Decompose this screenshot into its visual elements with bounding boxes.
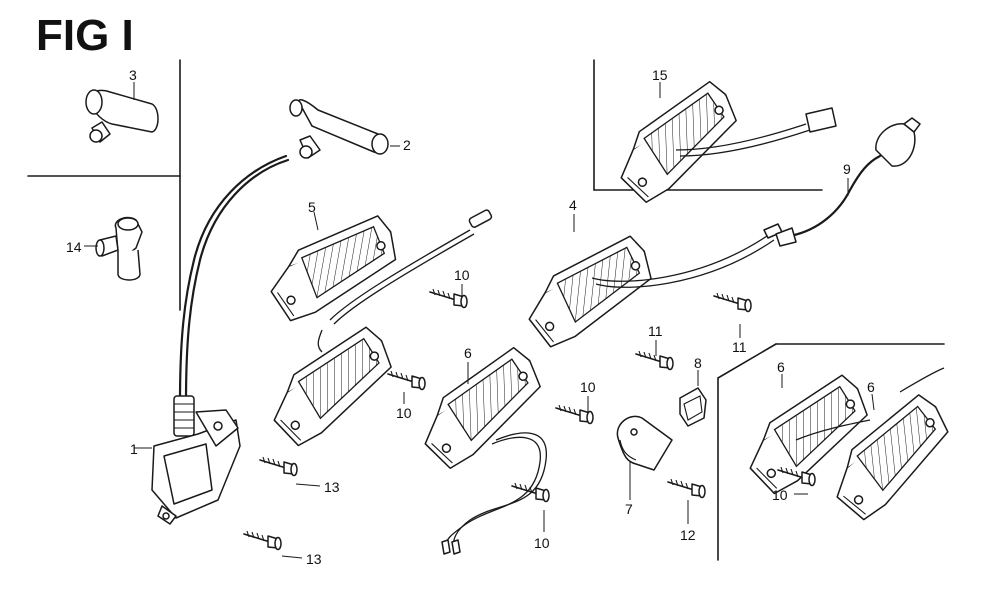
callout-10-c: 10 (580, 379, 596, 395)
part-3-plug-cap (85, 82, 159, 143)
inset-frame-top-right (593, 59, 823, 191)
callout-11-b: 11 (732, 339, 747, 355)
bolt-10-a (429, 288, 468, 309)
callouts: 1 2 3 4 5 6 6 6 7 8 9 10 10 10 10 10 11 … (66, 67, 875, 567)
bolt-leaders (281, 284, 808, 559)
bolt-13-a (259, 456, 298, 477)
part-5-wire (317, 209, 493, 353)
callout-9: 9 (843, 161, 851, 177)
callout-6-inset-b: 6 (867, 379, 875, 395)
inset-frame-bottom-right (717, 343, 945, 561)
part-15-coil (599, 77, 753, 209)
part-6-inset-wires (781, 367, 945, 441)
part-2-plug-cap (289, 99, 400, 159)
bolt-10-b (387, 370, 426, 391)
callout-15: 15 (652, 67, 668, 83)
part-14-plug-cap (84, 216, 143, 281)
callout-13-b: 13 (306, 551, 322, 567)
callout-7: 7 (625, 501, 633, 517)
part-7-bracket (616, 415, 673, 500)
part-6-wire (441, 362, 547, 555)
callout-10-a: 10 (454, 267, 470, 283)
callout-14: 14 (66, 239, 82, 255)
bolt-11-b (713, 292, 752, 313)
part-5-leader (313, 211, 319, 231)
coil-lower-left (254, 323, 407, 452)
part-5-charge-coil (260, 213, 404, 324)
part-15-wire (659, 82, 837, 157)
part-1-ignition-coil (134, 154, 290, 525)
callout-10-b: 10 (396, 405, 412, 421)
bolt-11-a (635, 350, 674, 371)
callout-10-d: 10 (534, 535, 550, 551)
callout-8: 8 (694, 355, 702, 371)
callout-12: 12 (680, 527, 696, 543)
bolt-10-c (555, 404, 594, 425)
callout-10-e: 10 (772, 487, 788, 503)
part-4-coil (514, 233, 662, 351)
callout-3: 3 (129, 67, 137, 83)
figure-title: FIG I (36, 11, 134, 60)
inset-frame-left (27, 59, 181, 311)
callout-6-center: 6 (464, 345, 472, 361)
callout-4: 4 (569, 197, 577, 213)
callout-1: 1 (130, 441, 138, 457)
callout-6-inset-a: 6 (777, 359, 785, 375)
callout-11-a: 11 (648, 323, 663, 339)
callout-13-a: 13 (324, 479, 340, 495)
part-8-block (679, 370, 707, 427)
callout-5: 5 (308, 199, 316, 215)
bolt-13-b (243, 530, 282, 551)
part-6-coil-center (403, 343, 557, 475)
bolt-12 (667, 478, 706, 499)
callout-2: 2 (403, 137, 411, 153)
part-9-lead (775, 117, 921, 247)
